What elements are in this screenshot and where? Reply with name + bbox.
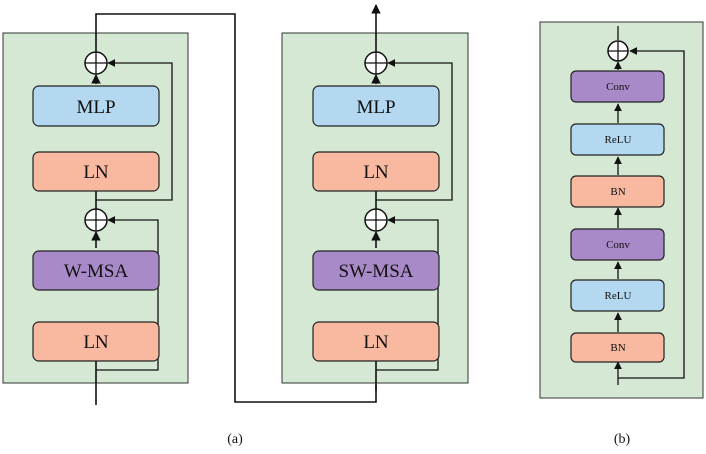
conv-box-top (570, 70, 665, 103)
conv-label-bottom: Conv (606, 239, 630, 251)
conv-box-bottom (570, 228, 665, 261)
mlp-label-2: MLP (356, 97, 395, 118)
caption-b: (b) (614, 432, 631, 447)
bn-box-top (570, 175, 665, 208)
residual-skip-mlp (96, 59, 173, 201)
residual-skip-mlp-2 (376, 59, 453, 201)
mlp-label: MLP (76, 97, 115, 118)
conv-label-top: Conv (606, 81, 630, 93)
swmsa-label: SW-MSA (339, 261, 414, 282)
ln-label-bottom-2: LN (363, 332, 389, 353)
caption-a: (a) (227, 432, 243, 447)
relu-label-bottom: ReLU (605, 290, 632, 302)
ln-label-top-2: LN (363, 162, 389, 183)
bn-box-bottom (570, 332, 665, 363)
ln-box-top (32, 151, 160, 192)
swin-block-swmsa: LN SW-MSA LN MLP (281, 4, 469, 390)
swmsa-box (312, 250, 440, 291)
mlp-box (32, 85, 160, 127)
residual-conv-block: Conv ReLU BN Conv ReLU BN (539, 21, 704, 399)
ln-box-bottom (32, 321, 160, 362)
relu-box-bottom (570, 279, 665, 312)
wmsa-box (32, 250, 160, 291)
residual-skip-b (618, 47, 685, 379)
relu-box-top (570, 123, 665, 156)
ln-box-top-2 (312, 151, 440, 192)
residual-skip-attn-2 (376, 216, 439, 371)
residual-skip-attn (96, 216, 159, 371)
ln-label-bottom: LN (83, 332, 109, 353)
wmsa-label: W-MSA (64, 261, 129, 282)
connector-block1-to-block2 (95, 13, 377, 403)
bn-label-top: BN (610, 186, 625, 198)
relu-label-top: ReLU (605, 134, 632, 146)
ln-box-bottom-2 (312, 321, 440, 362)
swin-block-wmsa: LN W-MSA LN MLP (2, 32, 189, 405)
bn-label-bottom: BN (610, 342, 625, 354)
mlp-box-2 (312, 85, 440, 127)
ln-label-top: LN (83, 162, 109, 183)
